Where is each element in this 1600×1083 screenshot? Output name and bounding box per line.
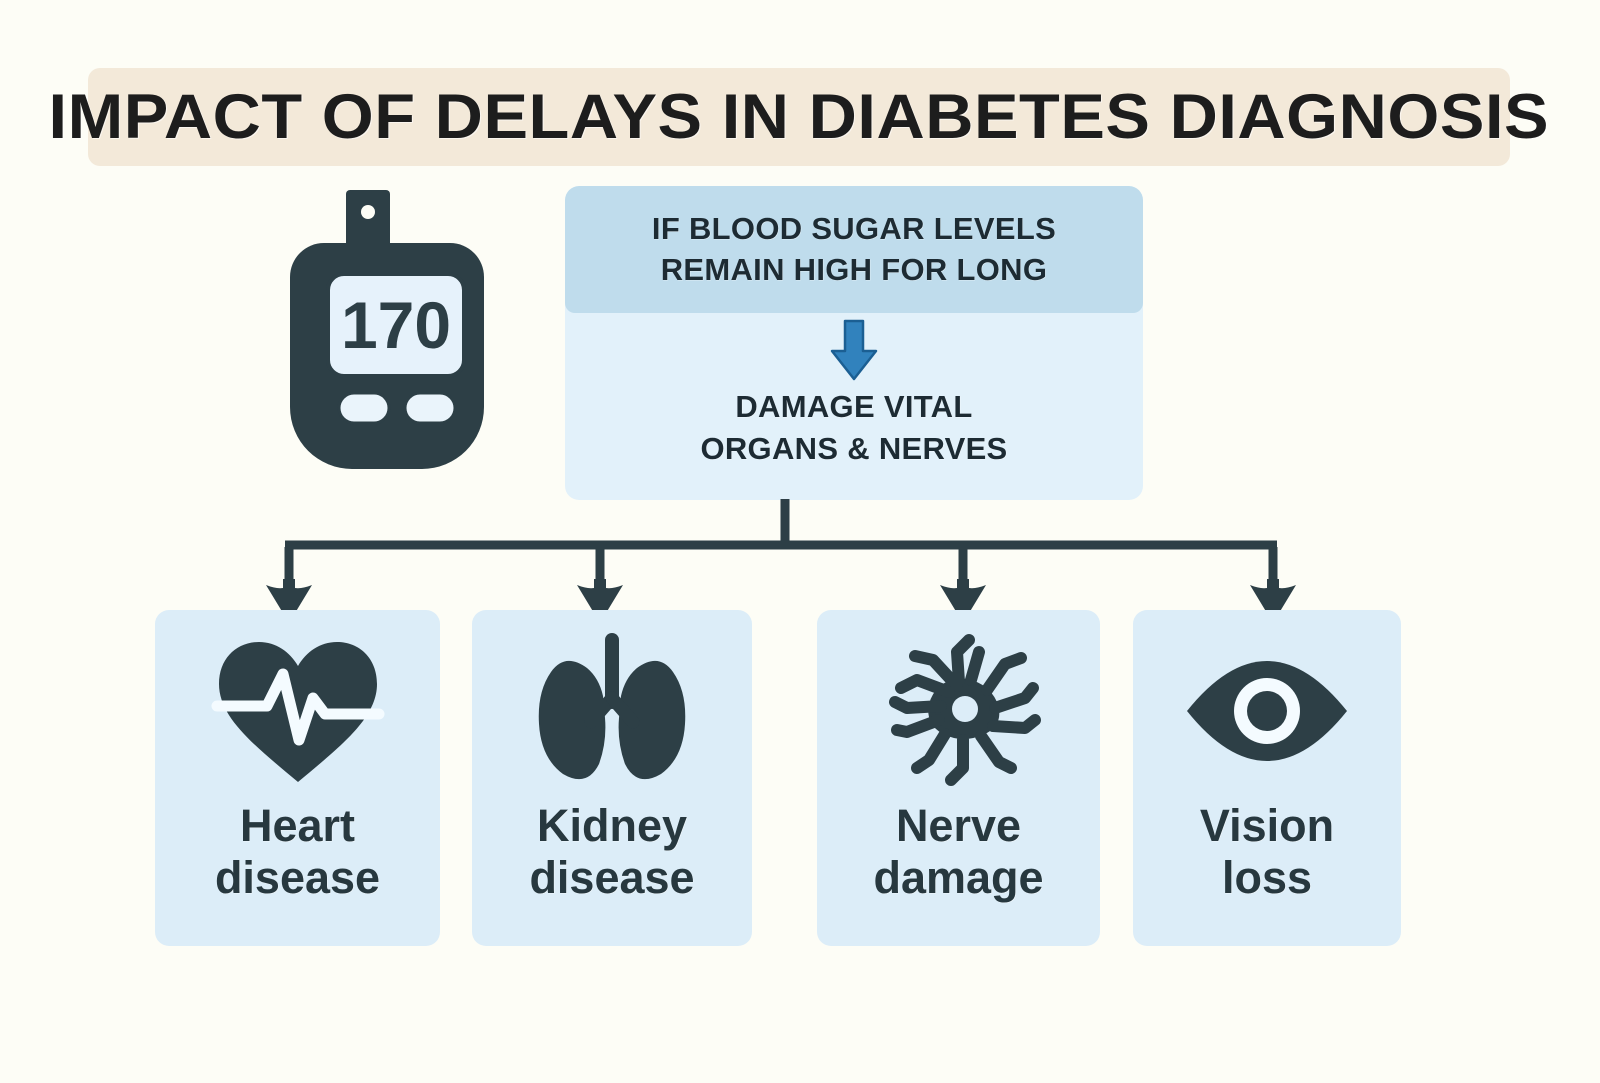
outcome-card-heart-disease[interactable]: Heart disease — [155, 610, 440, 946]
outcome-label-vision-loss: Vision loss — [1200, 800, 1334, 904]
heart-pulse-icon — [211, 636, 384, 786]
flow-body-line-1: DAMAGE VITAL — [735, 389, 973, 424]
down-arrow-icon — [824, 319, 884, 381]
title-banner: IMPACT OF DELAYS IN DIABETES DIAGNOSIS — [49, 68, 1549, 166]
flow-box-body: DAMAGE VITAL ORGANS & NERVES — [565, 386, 1143, 470]
glucose-meter-icon: 170 — [288, 186, 502, 476]
neuron-icon — [874, 634, 1044, 786]
flow-body-line-2: ORGANS & NERVES — [700, 430, 1008, 466]
flow-box: IF BLOOD SUGAR LEVELS REMAIN HIGH FOR LO… — [565, 186, 1143, 500]
outcome-card-kidney-disease[interactable]: Kidney disease — [472, 610, 752, 946]
outcome-label-line-1: Vision — [1199, 800, 1335, 851]
outcome-label-kidney-disease: Kidney disease — [529, 800, 694, 904]
outcome-label-line-2: disease — [214, 852, 381, 904]
flow-box-header: IF BLOOD SUGAR LEVELS REMAIN HIGH FOR LO… — [565, 186, 1143, 313]
eye-icon — [1182, 636, 1352, 786]
glucose-reading: 170 — [341, 288, 451, 362]
kidney-icon — [527, 633, 697, 786]
flow-header-line-1: IF BLOOD SUGAR LEVELS — [651, 210, 1057, 246]
outcome-label-line-1: Heart — [239, 800, 356, 851]
flow-header-line-2: REMAIN HIGH FOR LONG — [660, 251, 1048, 287]
outcome-label-line-2: disease — [529, 852, 695, 904]
outcome-card-vision-loss[interactable]: Vision loss — [1133, 610, 1401, 946]
outcome-label-line-1: Nerve — [895, 800, 1022, 851]
outcome-label-heart-disease: Heart disease — [215, 800, 380, 904]
outcome-label-line-1: Kidney — [536, 800, 688, 851]
page-title: IMPACT OF DELAYS IN DIABETES DIAGNOSIS — [48, 82, 1550, 152]
outcome-card-nerve-damage[interactable]: Nerve damage — [817, 610, 1100, 946]
outcome-card-list: Heart disease Kidney — [0, 610, 1600, 946]
outcome-label-line-2: damage — [873, 852, 1044, 904]
outcome-label-nerve-damage: Nerve damage — [873, 800, 1043, 904]
outcome-label-line-2: loss — [1221, 852, 1313, 904]
branching-arrows-connector — [0, 495, 1600, 625]
